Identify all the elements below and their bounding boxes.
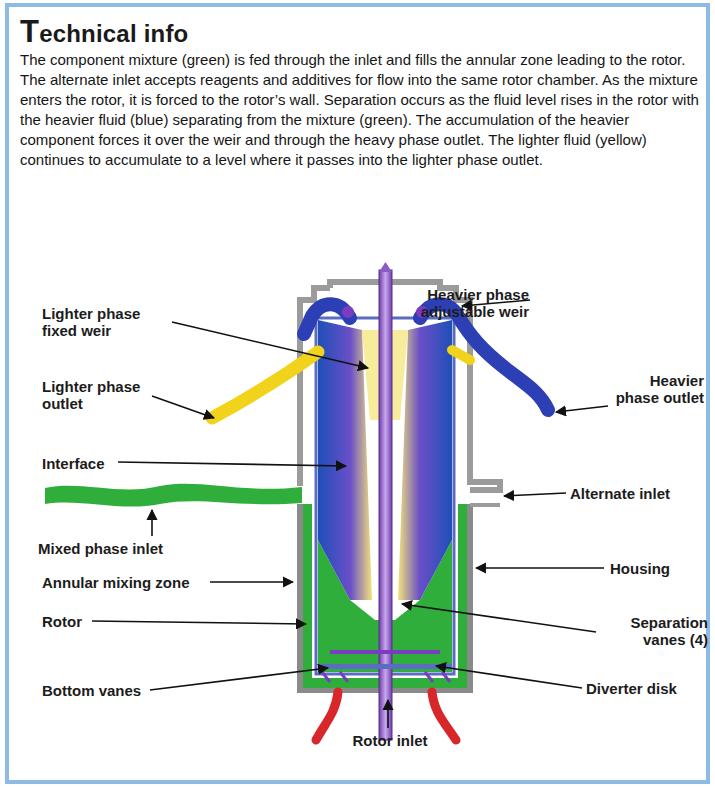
part-label: Interface bbox=[42, 455, 162, 472]
part-label: Diverter disk bbox=[586, 680, 706, 697]
part-label: Annular mixing zone bbox=[42, 574, 212, 591]
part-label: Rotor bbox=[42, 613, 102, 630]
description-text: The component mixture (green) is fed thr… bbox=[20, 50, 700, 170]
part-label: Heavier phase adjustable weir bbox=[374, 286, 529, 320]
part-label: Alternate inlet bbox=[570, 485, 705, 502]
panel-title: Technical info bbox=[20, 14, 188, 50]
part-label: Bottom vanes bbox=[42, 682, 172, 699]
part-label: Rotor inlet bbox=[320, 732, 460, 749]
part-label: Lighter phase outlet bbox=[42, 378, 152, 412]
part-label: Mixed phase inlet bbox=[38, 540, 238, 557]
part-label: Separation vanes (4) bbox=[598, 614, 708, 648]
part-label: Housing bbox=[610, 560, 700, 577]
part-label: Heavier phase outlet bbox=[612, 372, 704, 406]
part-label: Lighter phase fixed weir bbox=[42, 305, 170, 339]
